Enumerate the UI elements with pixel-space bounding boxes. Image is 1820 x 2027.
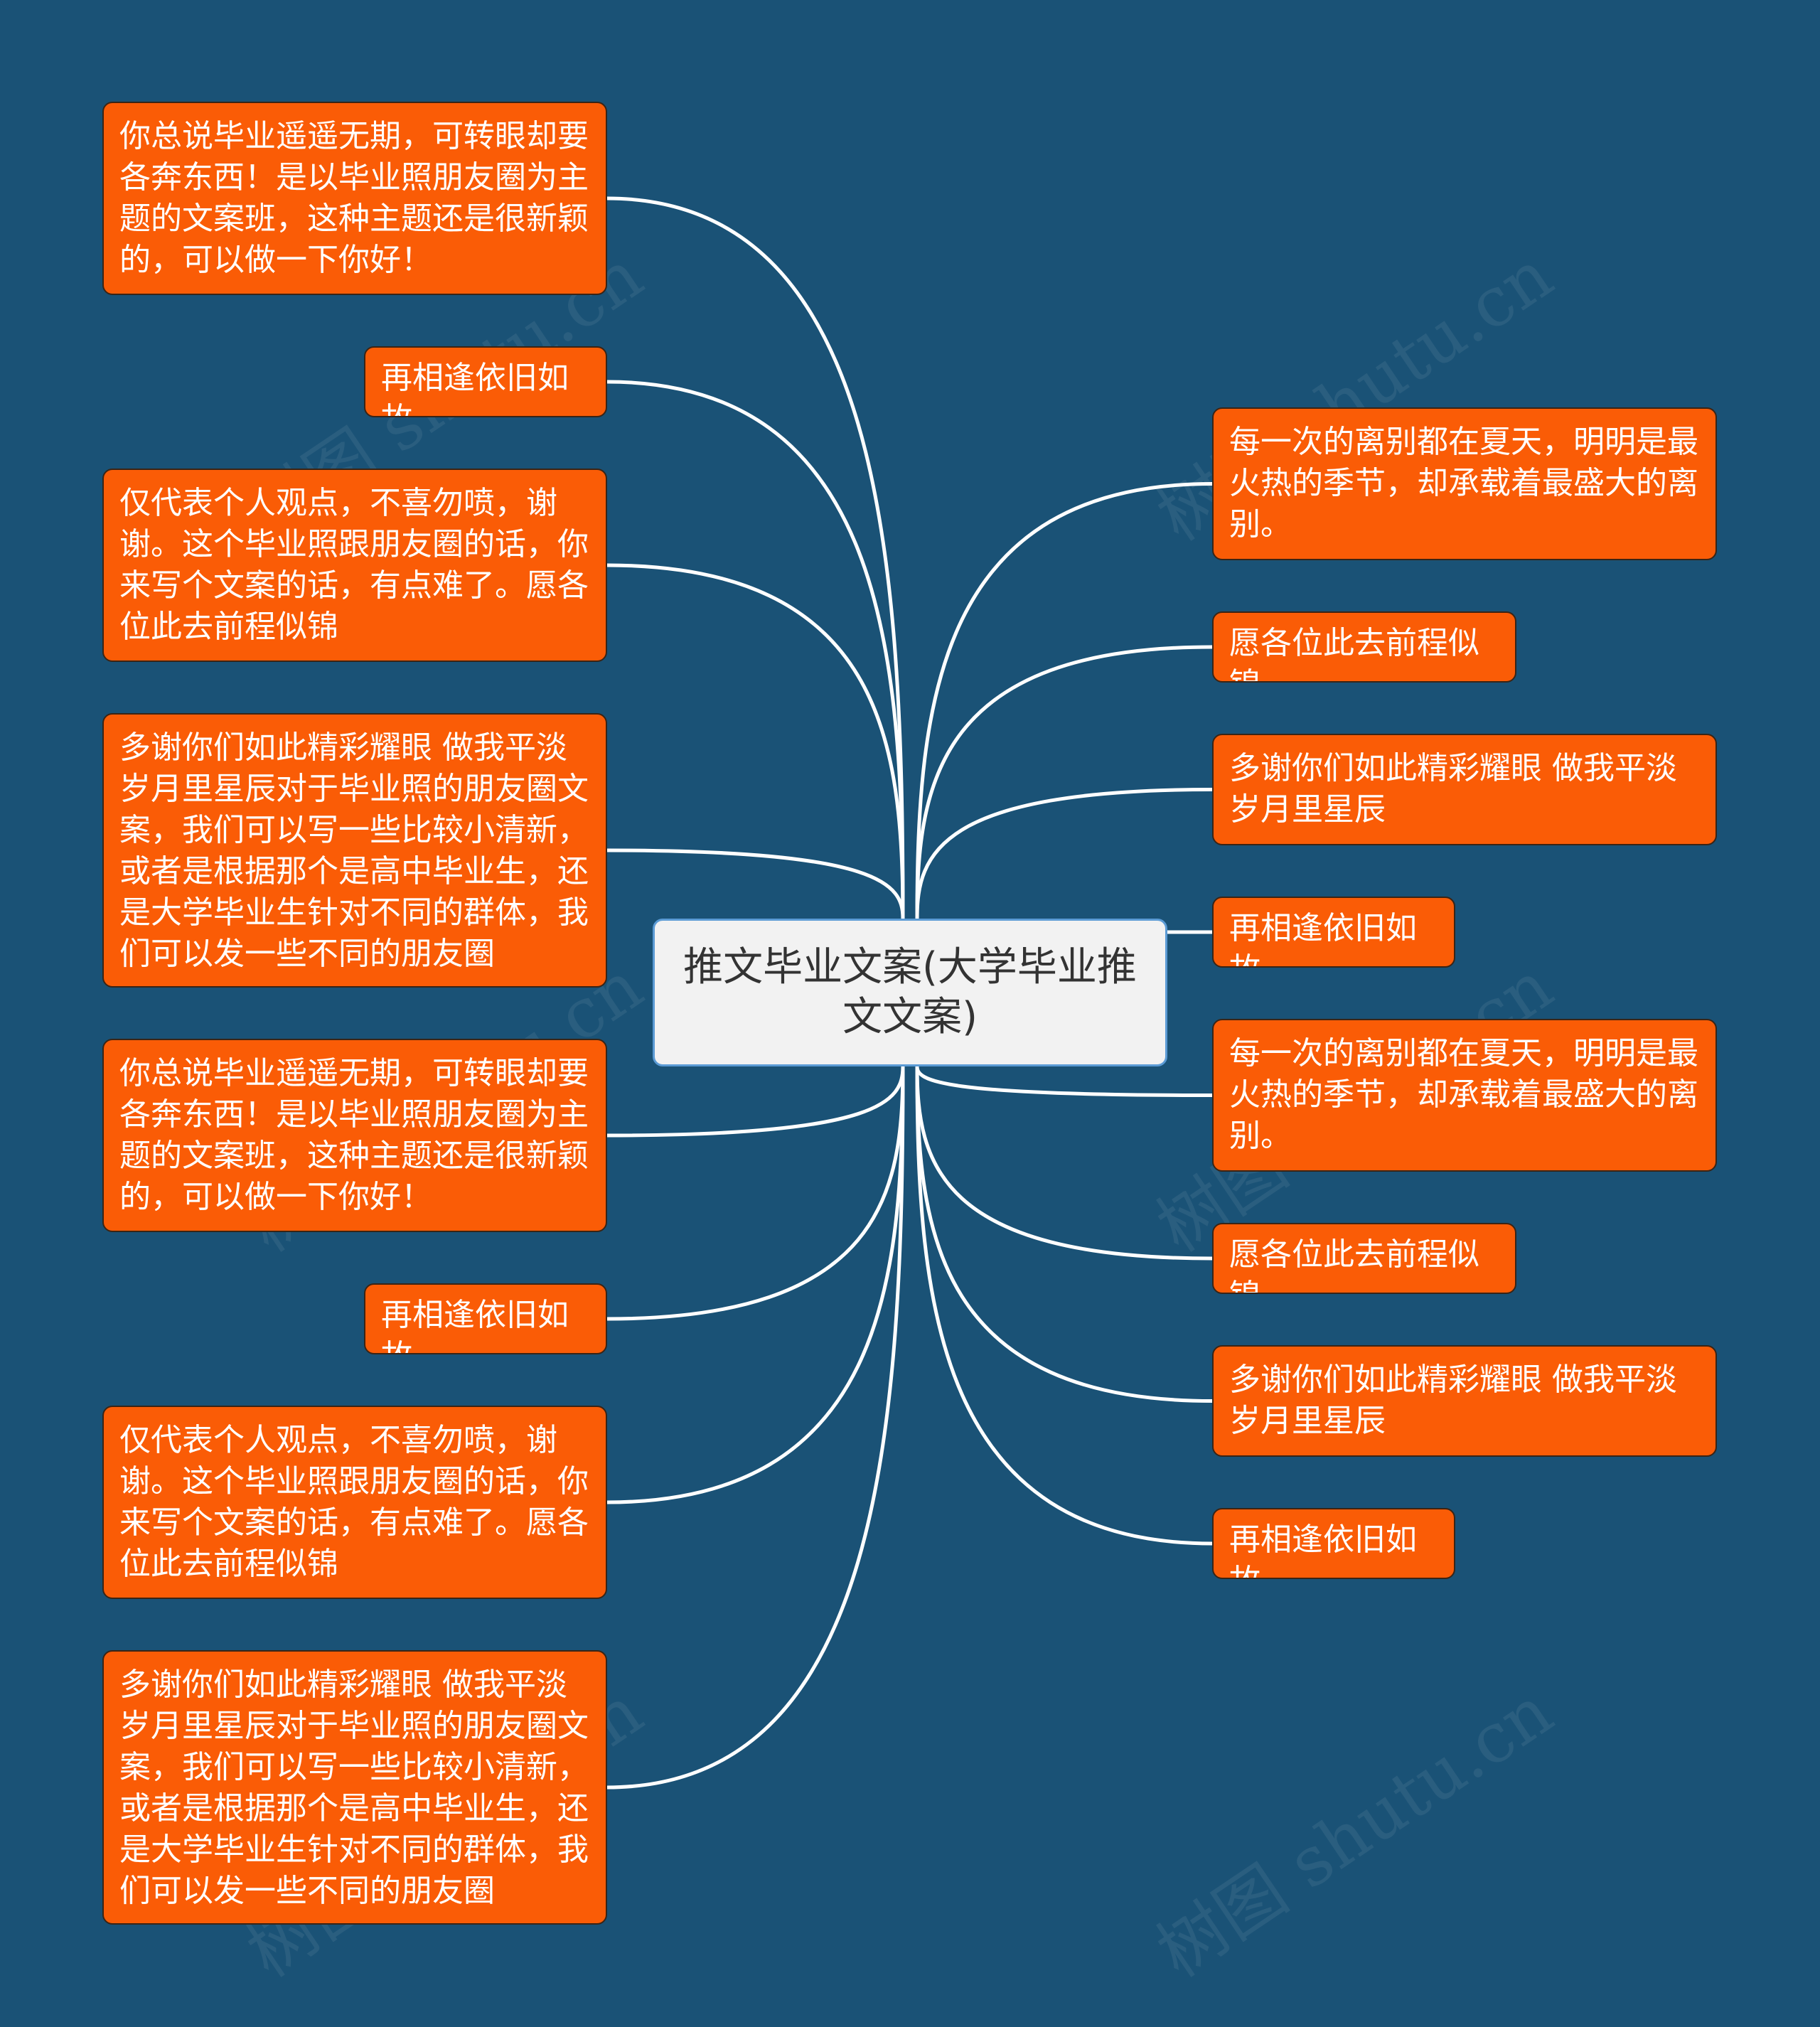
- right-node-3[interactable]: 多谢你们如此精彩耀眼 做我平淡岁月里星辰: [1212, 734, 1717, 845]
- right-connector-13: [915, 1066, 1213, 1097]
- right-connector-15: [915, 1066, 1213, 1403]
- right-node-4[interactable]: 再相逢依旧如故: [1212, 897, 1455, 968]
- left-node-7[interactable]: 仅代表个人观点，不喜勿喷，谢谢。这个毕业照跟朋友圈的话，你来写个文案的话，有点难…: [102, 1406, 607, 1599]
- left-node-2[interactable]: 再相逢依旧如故: [364, 346, 607, 417]
- node-text: 多谢你们如此精彩耀眼 做我平淡岁月里星辰对于毕业照的朋友圈文案，我们可以写一些比…: [119, 1667, 589, 1909]
- node-text: 愿各位此去前程似锦: [1229, 1236, 1479, 1293]
- node-text: 多谢你们如此精彩耀眼 做我平淡岁月里星辰: [1229, 1362, 1677, 1439]
- right-connector-9: [915, 482, 1213, 919]
- left-connector-3: [606, 563, 905, 919]
- node-text: 你总说毕业遥遥无期，可转眼却要各奔东西！是以毕业照朋友圈为主题的文案班，这种主题…: [119, 1055, 589, 1215]
- node-text: 再相逢依旧如故: [1229, 910, 1417, 966]
- right-node-6[interactable]: 愿各位此去前程似锦: [1212, 1223, 1516, 1294]
- node-text: 再相逢依旧如故: [1229, 1521, 1417, 1578]
- left-connector-4: [606, 848, 905, 919]
- right-connector-11: [915, 788, 1213, 919]
- right-node-2[interactable]: 愿各位此去前程似锦: [1212, 611, 1516, 683]
- left-connector-2: [606, 380, 905, 919]
- left-node-6[interactable]: 再相逢依旧如故: [364, 1283, 607, 1354]
- node-text: 仅代表个人观点，不喜勿喷，谢谢。这个毕业照跟朋友圈的话，你来写个文案的话，有点难…: [119, 485, 589, 645]
- right-connector-16: [915, 1066, 1213, 1546]
- node-text: 多谢你们如此精彩耀眼 做我平淡岁月里星辰对于毕业照的朋友圈文案，我们可以写一些比…: [119, 729, 589, 972]
- node-text: 再相逢依旧如故: [381, 360, 569, 416]
- node-text: 仅代表个人观点，不喜勿喷，谢谢。这个毕业照跟朋友圈的话，你来写个文案的话，有点难…: [119, 1422, 589, 1582]
- central-topic[interactable]: 推文毕业文案(大学毕业推文文案): [653, 919, 1167, 1066]
- left-node-4[interactable]: 多谢你们如此精彩耀眼 做我平淡岁月里星辰对于毕业照的朋友圈文案，我们可以写一些比…: [102, 713, 607, 988]
- left-connector-8: [606, 1066, 905, 1790]
- right-node-8[interactable]: 再相逢依旧如故: [1212, 1508, 1455, 1579]
- left-connector-1: [606, 196, 905, 919]
- node-text: 每一次的离别都在夏天，明明是最火热的季节，却承载着最盛大的离别。: [1229, 1035, 1698, 1154]
- right-node-5[interactable]: 每一次的离别都在夏天，明明是最火热的季节，却承载着最盛大的离别。: [1212, 1019, 1717, 1172]
- right-node-7[interactable]: 多谢你们如此精彩耀眼 做我平淡岁月里星辰: [1212, 1345, 1717, 1457]
- central-topic-label: 推文毕业文案(大学毕业推文文案): [683, 944, 1137, 1040]
- node-text: 多谢你们如此精彩耀眼 做我平淡岁月里星辰: [1229, 750, 1677, 828]
- node-text: 每一次的离别都在夏天，明明是最火热的季节，却承载着最盛大的离别。: [1229, 424, 1698, 542]
- left-node-8[interactable]: 多谢你们如此精彩耀眼 做我平淡岁月里星辰对于毕业照的朋友圈文案，我们可以写一些比…: [102, 1650, 607, 1925]
- right-connector-10: [915, 645, 1213, 919]
- node-text: 你总说毕业遥遥无期，可转眼却要各奔东西！是以毕业照朋友圈为主题的文案班，这种主题…: [119, 118, 589, 278]
- left-connector-6: [606, 1066, 905, 1321]
- node-text: 愿各位此去前程似锦: [1229, 625, 1479, 681]
- node-text: 再相逢依旧如故: [381, 1297, 569, 1353]
- left-connector-5: [606, 1066, 905, 1138]
- right-node-1[interactable]: 每一次的离别都在夏天，明明是最火热的季节，却承载着最盛大的离别。: [1212, 407, 1717, 560]
- left-node-3[interactable]: 仅代表个人观点，不喜勿喷，谢谢。这个毕业照跟朋友圈的话，你来写个文案的话，有点难…: [102, 469, 607, 662]
- left-node-5[interactable]: 你总说毕业遥遥无期，可转眼却要各奔东西！是以毕业照朋友圈为主题的文案班，这种主题…: [102, 1039, 607, 1232]
- left-node-1[interactable]: 你总说毕业遥遥无期，可转眼却要各奔东西！是以毕业照朋友圈为主题的文案班，这种主题…: [102, 102, 607, 295]
